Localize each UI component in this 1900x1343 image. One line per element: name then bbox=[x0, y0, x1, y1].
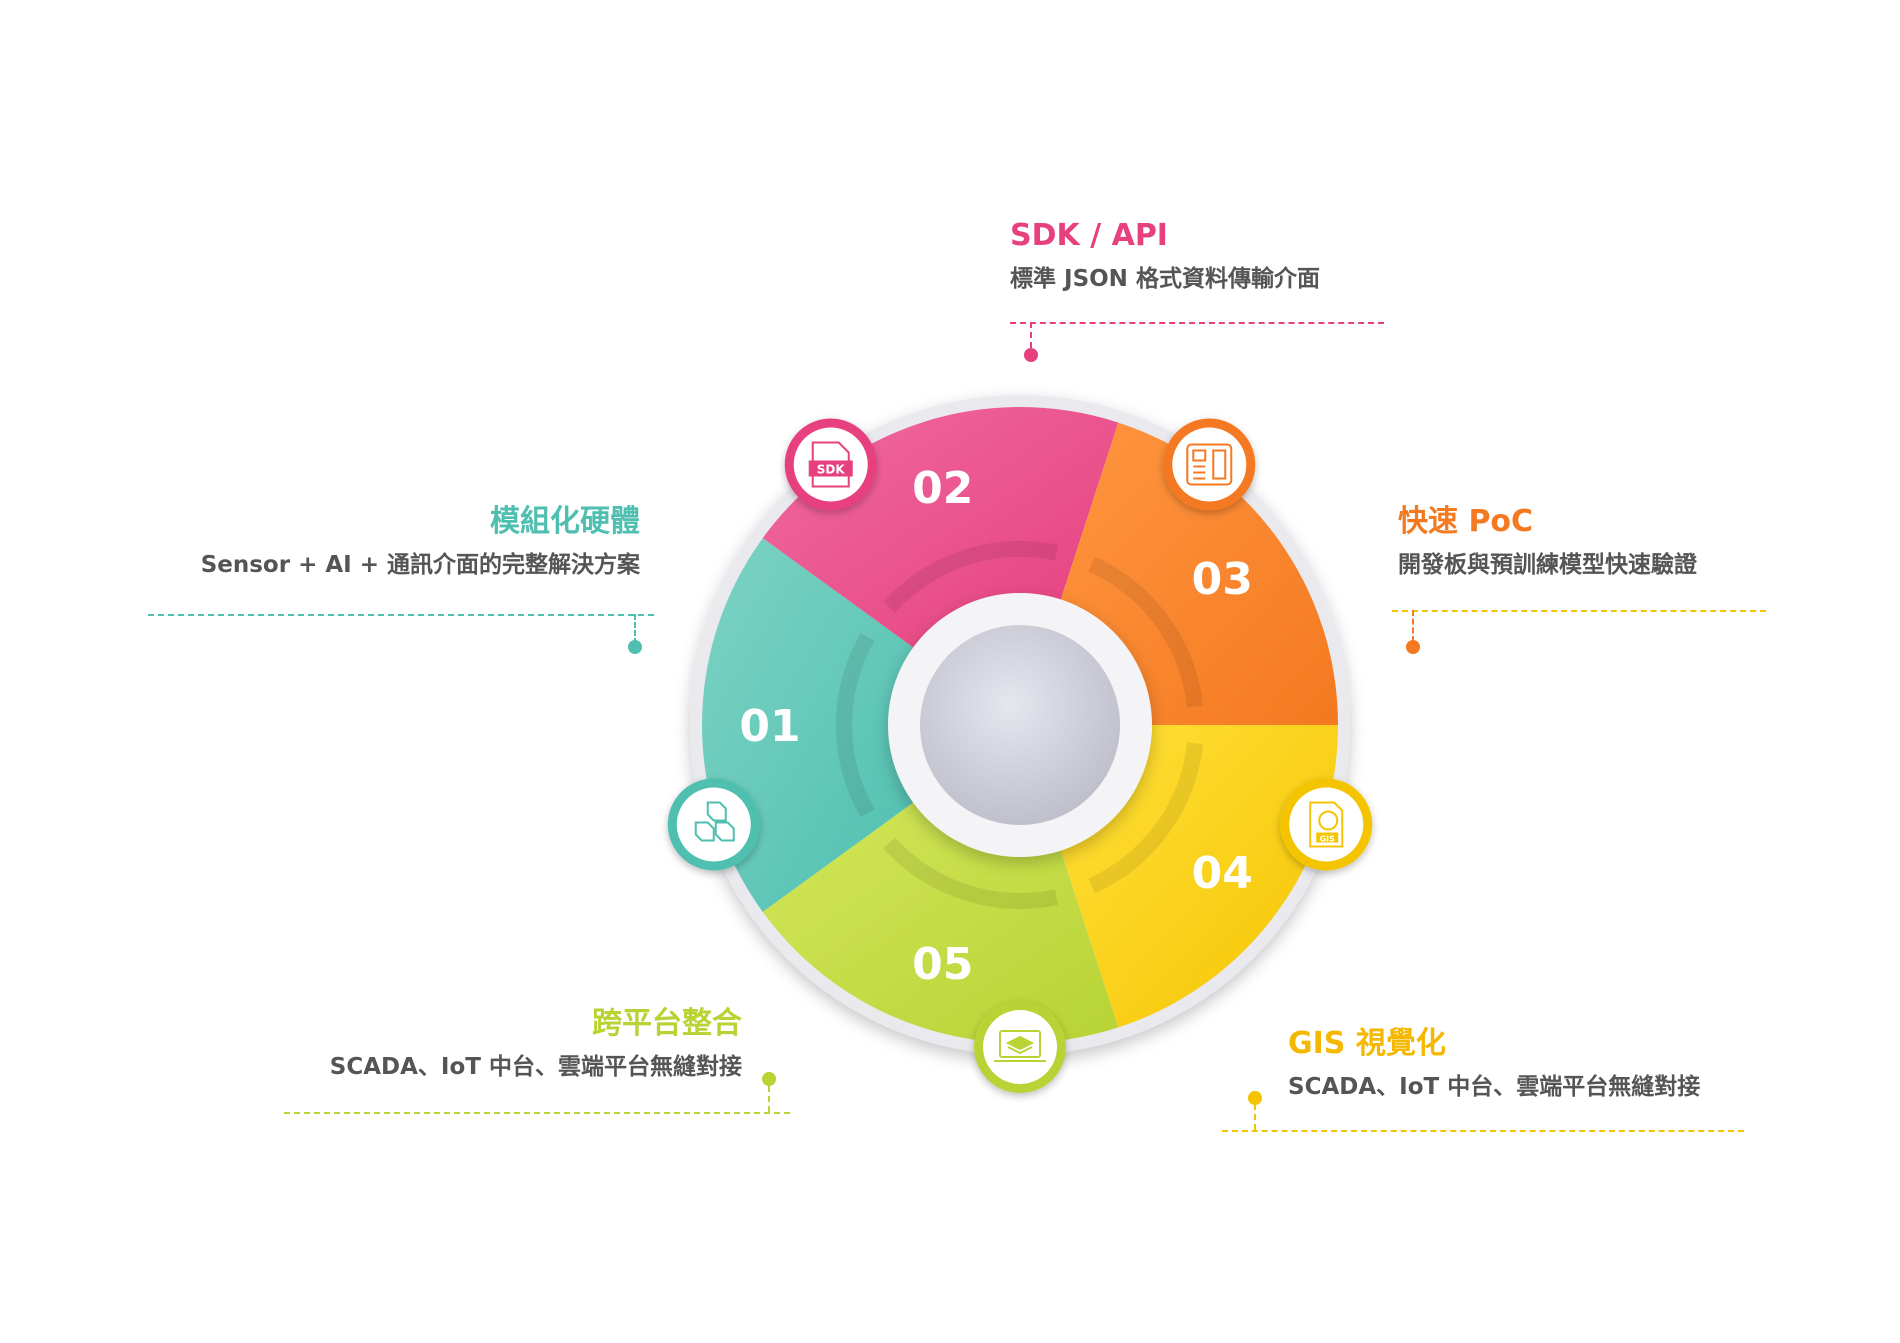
item-05-desc: SCADA、IoT 中台、雲端平台無縫對接 bbox=[329, 1054, 742, 1080]
item-02-title: SDK / API bbox=[1010, 218, 1168, 253]
item-01-desc: Sensor + AI + 通訊介面的完整解決方案 bbox=[200, 552, 640, 578]
svg-text:SDK: SDK bbox=[817, 462, 846, 476]
item-05-label: 跨平台整合 SCADA、IoT 中台、雲端平台無縫對接 bbox=[330, 1004, 742, 1084]
segment-01-number: 01 bbox=[739, 701, 800, 752]
item-05-leader-v bbox=[768, 1086, 770, 1112]
segment-05 bbox=[762, 797, 1119, 1043]
item-02-leader-v bbox=[1030, 322, 1032, 348]
segment-04-number: 04 bbox=[1192, 848, 1253, 899]
laptop-layers-icon bbox=[994, 1030, 1046, 1062]
item-03-desc: 開發板與預訓練模型快速驗證 bbox=[1398, 552, 1697, 578]
item-03-title: 快速 PoC bbox=[1398, 504, 1534, 539]
sdk-file-icon: SDK bbox=[808, 441, 853, 488]
item-05-leader bbox=[284, 1112, 790, 1114]
item-04-title: GIS 視覺化 bbox=[1288, 1026, 1446, 1061]
segment-02-shade bbox=[883, 541, 1059, 613]
segment-02-number: 02 bbox=[912, 463, 973, 514]
item-01-leader bbox=[148, 614, 654, 616]
item-02-desc: 標準 JSON 格式資料傳輸介面 bbox=[1010, 266, 1320, 292]
badge-02: SDK bbox=[784, 418, 877, 511]
segment-04-shade bbox=[1088, 742, 1203, 894]
badge-03 bbox=[1163, 418, 1256, 511]
item-02-label: SDK / API 標準 JSON 格式資料傳輸介面 bbox=[1010, 216, 1320, 296]
item-03-dot bbox=[1406, 640, 1420, 654]
item-02-leader bbox=[1010, 322, 1384, 324]
item-04-label: GIS 視覺化 SCADA、IoT 中台、雲端平台無縫對接 bbox=[1288, 1024, 1700, 1104]
badge-01 bbox=[667, 778, 760, 871]
hub-center bbox=[920, 625, 1120, 825]
segment-04 bbox=[1058, 725, 1338, 1028]
item-03-label: 快速 PoC 開發板與預訓練模型快速驗證 bbox=[1398, 502, 1697, 582]
item-05-title: 跨平台整合 bbox=[592, 1006, 742, 1041]
item-04-leader bbox=[1222, 1130, 1744, 1132]
cubes-icon bbox=[694, 801, 735, 842]
item-01-label: 模組化硬體 Sensor + AI + 通訊介面的完整解決方案 bbox=[201, 502, 640, 582]
segment-05-number: 05 bbox=[912, 939, 973, 990]
gis-file-icon: GIS bbox=[1309, 801, 1344, 848]
svg-text:GIS: GIS bbox=[1320, 835, 1336, 844]
item-05-dot bbox=[762, 1072, 776, 1086]
item-03-leader-v bbox=[1412, 610, 1414, 642]
item-01-title: 模組化硬體 bbox=[490, 504, 640, 539]
segment-01-shade bbox=[836, 633, 875, 817]
segment-05-shade bbox=[883, 837, 1059, 909]
item-04-desc: SCADA、IoT 中台、雲端平台無縫對接 bbox=[1288, 1074, 1701, 1100]
item-03-leader bbox=[1392, 610, 1766, 612]
item-01-dot bbox=[628, 640, 642, 654]
item-04-leader-v bbox=[1254, 1104, 1256, 1130]
segment-03-shade bbox=[1088, 556, 1203, 708]
badge-05 bbox=[974, 1001, 1066, 1093]
dev-board-icon bbox=[1186, 443, 1233, 486]
item-02-dot bbox=[1024, 348, 1038, 362]
item-04-dot bbox=[1248, 1091, 1262, 1105]
segment-03-number: 03 bbox=[1192, 554, 1253, 605]
segment-03 bbox=[1058, 422, 1338, 725]
item-01-leader-v bbox=[634, 614, 636, 644]
badge-04: GIS bbox=[1280, 778, 1373, 871]
